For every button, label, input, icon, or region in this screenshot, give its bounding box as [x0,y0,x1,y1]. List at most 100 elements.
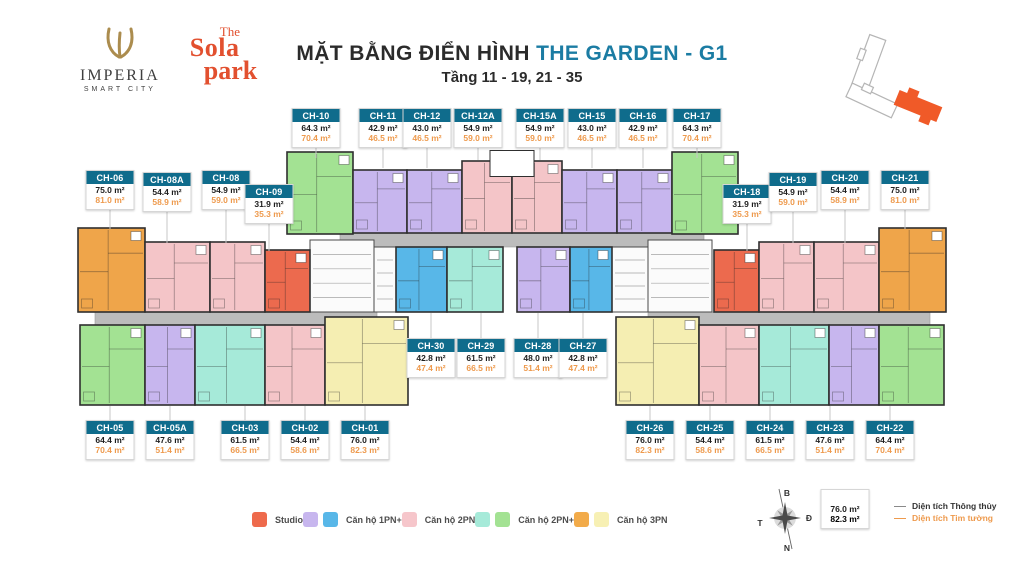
core-block-3 [611,246,649,313]
bathroom-block [657,173,669,183]
unit-block-CH-26 [615,316,700,406]
sola-main: Sola [189,33,240,63]
title-accent: THE GARDEN - G1 [536,42,728,65]
legend-item-0: Studio [252,512,303,527]
room-block [619,391,631,402]
room-block [675,220,687,231]
legend-swatch [323,512,338,527]
bathroom-block [684,320,696,330]
unit-block-CH-02 [264,324,326,406]
legend-swatch [401,512,417,527]
legend-swatch [594,512,610,527]
legend-item-1: Căn hộ 1PN+ [303,512,402,527]
site-icon-building-highlight [893,87,943,126]
sola-park: park [203,56,258,86]
legend-swatch [475,512,491,527]
room-block [702,391,714,402]
annotation-area-net: 76.0 m² [830,504,860,514]
unit-block-CH-21 [878,227,947,313]
bathroom-block [130,231,142,241]
bathroom-block [488,250,500,260]
bathroom-block [744,328,756,338]
bathroom-block [295,253,307,263]
room-block [148,298,160,309]
legend-label: Căn hộ 1PN+ [346,514,402,525]
room-block [399,298,411,309]
annotation-label-net: Diện tích Thông thủy [912,501,997,511]
compass-letter-north: B [784,488,790,498]
bathroom-block [864,245,876,255]
unit-block-CH-05 [79,324,146,406]
site-icon-building-2 [845,82,899,119]
room-block [762,298,774,309]
unit-block-CH-23 [828,324,880,406]
bathroom-block [814,328,826,338]
legend-item-2: Căn hộ 2PN [401,512,476,527]
room-block [565,219,577,230]
annotation-connector-1 [894,506,906,507]
room-block [515,219,527,230]
top-wing-notch [489,150,535,177]
sola-the: The [219,24,240,39]
room-block [573,298,585,309]
page-title: MẶT BẰNG ĐIỂN HÌNH THE GARDEN - G1 [0,42,1024,66]
page-subtitle: Tầng 11 - 19, 21 - 35 [441,69,583,86]
bathroom-block [180,328,192,338]
unit-block-CH-22 [878,324,945,406]
annotation-unit-label: CH-01 76.0 m² 82.3 m² [820,489,870,529]
unit-block-CH-06 [77,227,146,313]
core-block-0 [309,239,375,313]
room-block [717,298,729,309]
unit-block-CH-05A [144,324,196,406]
room-block [817,298,829,309]
imperia-tagline: SMART CITY [83,86,156,93]
room-block [81,298,93,309]
legend-label: Căn hộ 2PN+ [518,514,575,525]
bathroom-block [393,320,405,330]
legend-swatch [252,512,267,527]
bathroom-block [723,155,735,165]
annotation-unit-id: CH-01 [831,492,859,502]
bathroom-block [555,250,567,260]
bathroom-block [929,328,941,338]
annotation-label-gross: Diện tích Tim tường [912,513,993,523]
imperia-tulip-icon [106,27,134,59]
unit-block-CH-10 [286,151,354,235]
bathroom-block [250,328,262,338]
legend-swatch [574,512,590,527]
legend-item-3: Căn hộ 2PN+ [475,512,574,527]
legend-label: Căn hộ 2PN [424,514,476,525]
legend-item-4: Căn hộ 3PN [574,512,668,527]
bathroom-block [250,245,262,255]
core-block-1 [647,239,713,313]
bathroom-block [799,245,811,255]
compass-letter-east: Đ [806,513,812,523]
bathroom-block [864,328,876,338]
bathroom-block [597,250,609,260]
room-block [410,219,422,230]
compass-letter-south: N [784,543,790,553]
annotation-connector-2 [894,518,906,519]
room-block [465,219,477,230]
room-block [268,298,280,309]
room-block [198,391,210,402]
unit-block-CH-01 [324,316,409,406]
room-block [882,298,894,309]
room-block [450,298,462,309]
bathroom-block [547,164,559,174]
unit-block-CH-18 [713,249,760,313]
core-block-2 [373,246,397,313]
legend-label: Căn hộ 3PN [617,514,668,525]
brand-logos: IMPERIA SMART CITY The Sola park [80,24,258,93]
bathroom-block [931,231,943,241]
bathroom-block [130,328,142,338]
bathroom-block [432,250,444,260]
room-block [356,219,368,230]
room-block [268,391,280,402]
legend-swatch [303,512,318,527]
room-block [83,391,95,402]
room-block [328,391,340,402]
bathroom-block [447,173,459,183]
